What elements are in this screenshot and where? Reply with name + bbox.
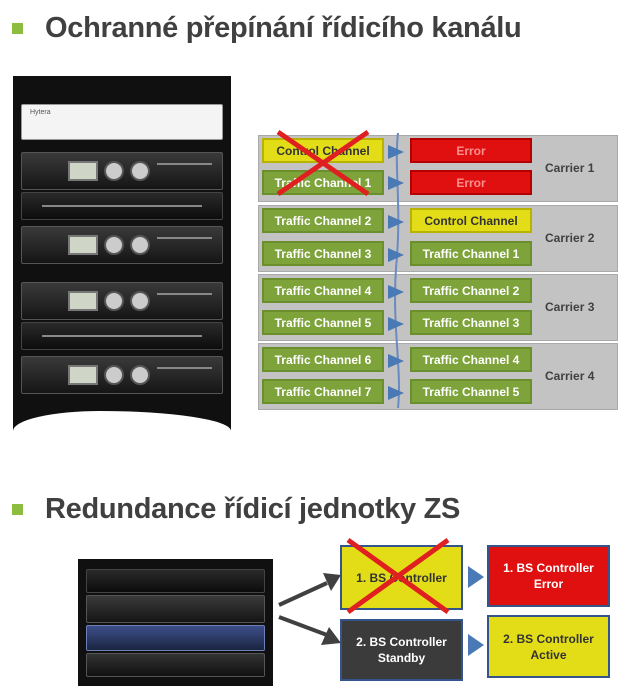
heading-text: Redundance řídicí jednotky ZS	[45, 493, 461, 525]
rack-image-1: Hytera	[13, 76, 231, 431]
channel-cell: Traffic Channel 7	[262, 379, 384, 404]
channel-cell: Error	[410, 170, 532, 195]
channel-cell: Traffic Channel 4	[262, 278, 384, 303]
arrow-right-icon	[388, 386, 404, 400]
arrow-right-icon	[388, 317, 404, 331]
arrow-right-icon	[468, 566, 484, 588]
carrier-label: Carrier 4	[545, 369, 595, 383]
cross-mark-icon	[276, 129, 370, 197]
rack-unit-radio	[21, 356, 223, 394]
rack-unit-psu	[21, 322, 223, 350]
channel-cell: Traffic Channel 2	[262, 208, 384, 233]
heading-1: Ochranné přepínání řídicího kanálu	[12, 12, 522, 45]
channel-cell: Traffic Channel 1	[410, 241, 532, 266]
rack-arrows	[278, 573, 341, 645]
bullet-icon	[12, 23, 23, 34]
rack-unit-radio	[21, 226, 223, 264]
heading-2: Redundance řídicí jednotky ZS	[12, 493, 460, 526]
carrier-label: Carrier 2	[545, 231, 595, 245]
rack-unit-controller	[86, 625, 265, 651]
rack-unit-radio	[21, 152, 223, 190]
arrow-up-right-icon	[323, 573, 341, 591]
controller-arrows	[468, 566, 484, 656]
channel-cell: Traffic Channel 2	[410, 278, 532, 303]
channel-cell: Traffic Channel 3	[410, 310, 532, 335]
brand-label: Hytera	[30, 109, 51, 116]
heading-text: Ochranné přepínání řídicího kanálu	[45, 12, 522, 44]
arrow-connector	[388, 132, 404, 409]
channel-cell: Traffic Channel 6	[262, 347, 384, 372]
rack-unit-radio	[21, 282, 223, 320]
channel-cell: Traffic Channel 5	[262, 310, 384, 335]
arrow-down-right-icon	[321, 627, 341, 645]
channel-cell: Traffic Channel 5	[410, 379, 532, 404]
bs-controller-2-active: 2. BS Controller Active	[487, 615, 610, 678]
bullet-icon	[12, 504, 23, 515]
arrow-right-icon	[388, 176, 404, 190]
carrier-label: Carrier 1	[545, 161, 595, 175]
channel-cell: Traffic Channel 4	[410, 347, 532, 372]
rack-image-2	[78, 559, 273, 686]
arrow-right-icon	[388, 285, 404, 299]
arrow-right-icon	[468, 634, 484, 656]
arrow-right-icon	[388, 248, 404, 262]
arrow-right-icon	[388, 354, 404, 368]
channel-cell: Error	[410, 138, 532, 163]
arrow-right-icon	[388, 145, 404, 159]
bs-controller-2-standby: 2. BS Controller Standby	[340, 619, 463, 681]
rack-unit-top: Hytera	[21, 104, 223, 140]
rack-unit-controller	[86, 653, 265, 677]
bs-controller-1-error: 1. BS Controller Error	[487, 545, 610, 607]
arrow-right-icon	[388, 215, 404, 229]
cross-mark-icon	[346, 537, 450, 615]
carrier-label: Carrier 3	[545, 300, 595, 314]
channel-cell: Traffic Channel 3	[262, 241, 384, 266]
channel-cell: Control Channel	[410, 208, 532, 233]
rack-unit-psu	[21, 192, 223, 220]
